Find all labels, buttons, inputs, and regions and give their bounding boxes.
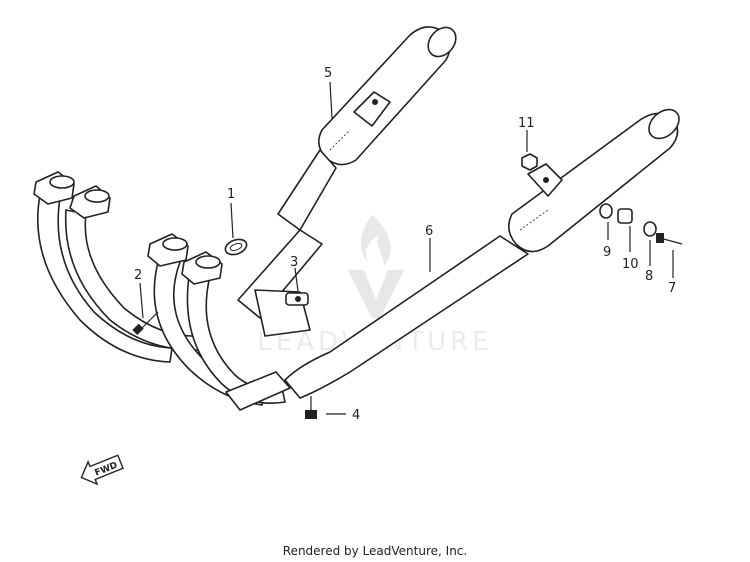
leader-lines [139,81,674,415]
bolt-part-4 [305,396,317,419]
nut-part-11 [521,153,538,171]
bushing-part-10 [617,208,633,224]
callout-3: 3 [290,255,298,270]
clamp-part-3 [285,292,309,306]
collector-joint [225,371,291,411]
muffler-lower [508,108,680,253]
callout-8: 8 [645,269,653,284]
washer-part-8 [643,221,657,237]
callout-10: 10 [622,257,639,272]
callout-4: 4 [352,408,360,423]
exhaust-headers [33,171,291,411]
gasket-part-1 [224,238,248,256]
callout-2: 2 [134,268,142,283]
v-logo-icon [348,270,404,318]
forward-arrow-icon: FWD [80,454,124,486]
callout-6: 6 [425,224,433,239]
muffler-bracket-upper [353,91,391,127]
callout-5: 5 [324,66,332,81]
bolt-part-2 [132,311,159,335]
muffler-upper [277,26,457,231]
bolt-part-7 [656,233,683,245]
footer-credit: Rendered by LeadVenture, Inc. [282,544,468,558]
callout-11: 11 [518,116,535,131]
connector-pipe-lower [284,235,529,399]
callout-9: 9 [603,245,611,260]
flame-logo-icon [360,215,391,266]
callout-1: 1 [227,187,235,202]
callout-7: 7 [668,281,676,296]
washer-part-9 [599,203,613,219]
